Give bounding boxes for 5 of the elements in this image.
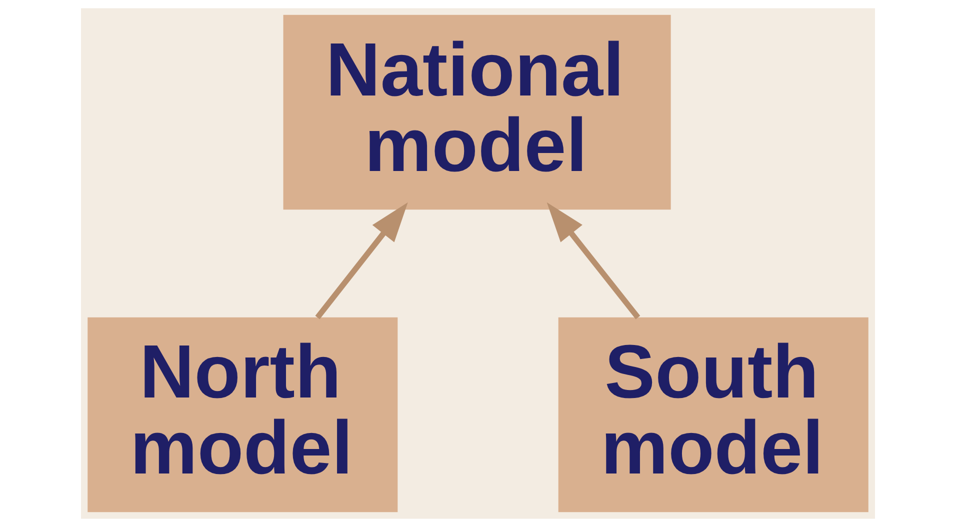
node-box: South model [558, 317, 868, 512]
arrow [546, 202, 640, 320]
node-box: National model [282, 14, 670, 210]
arrow [314, 202, 408, 320]
node-box: North model [87, 317, 398, 512]
